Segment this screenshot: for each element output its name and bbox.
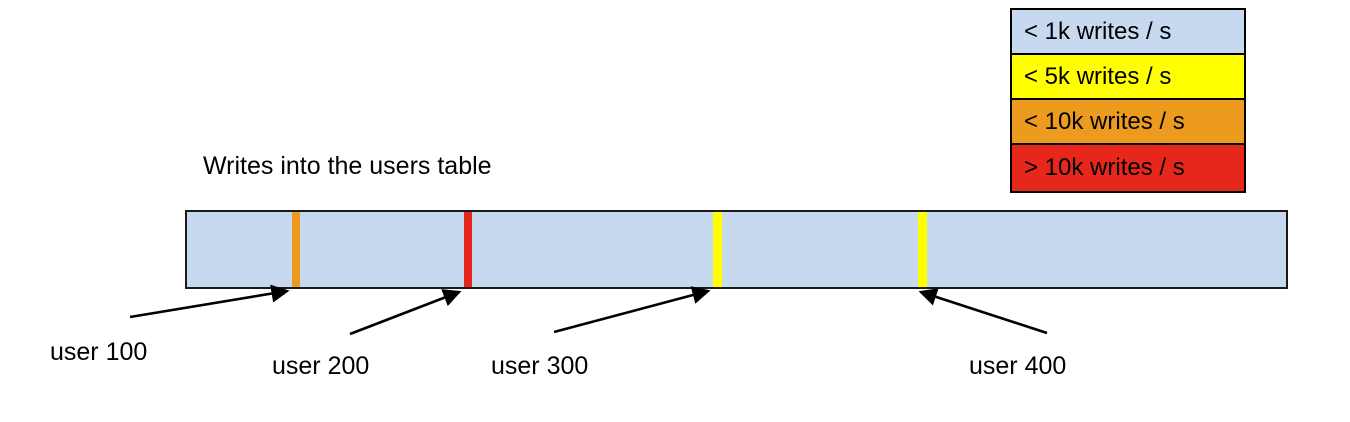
chart-title: Writes into the users table (203, 152, 492, 180)
user-200-stripe (464, 212, 472, 287)
users-table-bar (185, 210, 1288, 289)
legend-row-lt-5k: < 5k writes / s (1012, 55, 1244, 100)
legend-row-lt-1k: < 1k writes / s (1012, 10, 1244, 55)
user-400-stripe (918, 212, 927, 287)
legend-label-gt-10k: > 10k writes / s (1024, 154, 1185, 181)
user-400-arrow (918, 288, 1048, 335)
legend: < 1k writes / s < 5k writes / s < 10k wr… (1010, 8, 1246, 193)
user-100-label: user 100 (50, 338, 148, 366)
user-300-arrow (553, 286, 711, 334)
legend-row-gt-10k: > 10k writes / s (1012, 145, 1244, 191)
user-300-label: user 300 (491, 352, 589, 380)
user-300-stripe (713, 212, 722, 287)
legend-label-lt-1k: < 1k writes / s (1024, 17, 1172, 45)
legend-label-lt-5k: < 5k writes / s (1024, 62, 1172, 90)
user-400-label: user 400 (969, 352, 1067, 380)
user-200-arrow (349, 289, 462, 336)
user-100-stripe (292, 212, 300, 287)
user-200-label: user 200 (272, 352, 370, 380)
legend-label-lt-10k: < 10k writes / s (1024, 107, 1185, 135)
user-100-arrow (129, 284, 290, 319)
legend-row-lt-10k: < 10k writes / s (1012, 100, 1244, 145)
